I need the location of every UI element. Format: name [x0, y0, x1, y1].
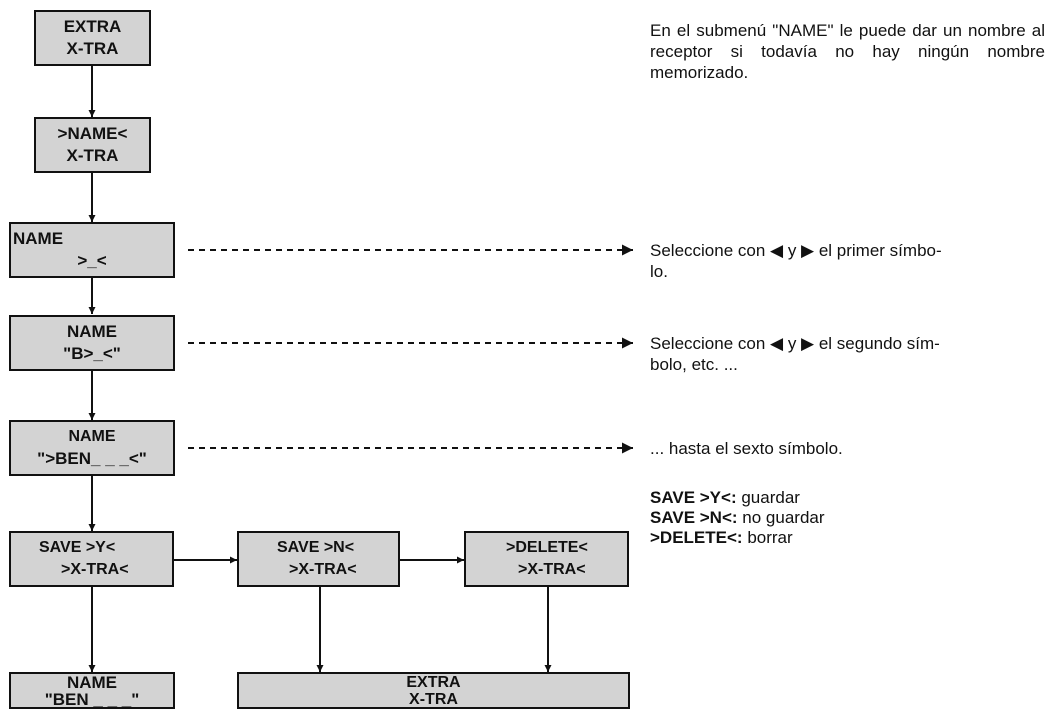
box-line-1: NAME	[66, 322, 118, 341]
step2-line-1: Seleccione con ◀ y ▶ el segundo sím-	[650, 334, 940, 353]
box-name-ben: NAME ">BEN_ _ _<"	[9, 420, 175, 476]
box-line-1: NAME	[13, 229, 64, 248]
box-line-2: ">BEN_ _ _<"	[37, 449, 147, 468]
step1-note: Seleccione con ◀ y ▶ el primer símbo- lo…	[650, 240, 942, 282]
box-line-2: "BEN _ _ _"	[44, 690, 140, 709]
step2-note: Seleccione con ◀ y ▶ el segundo sím- bol…	[650, 333, 940, 375]
box-line-1: SAVE >Y<	[39, 539, 116, 556]
legend-key: >DELETE<:	[650, 528, 743, 547]
box-line-1: EXTRA	[406, 674, 461, 691]
box-line-1: SAVE >N<	[277, 539, 355, 556]
legend-item: SAVE >Y<: guardar	[650, 488, 825, 508]
box-line-1: NAME	[68, 428, 116, 445]
box-save-no: SAVE >N< >X-TRA<	[237, 531, 400, 587]
step1-line-2: lo.	[650, 262, 668, 281]
legend-item: SAVE >N<: no guardar	[650, 508, 825, 528]
legend-key: SAVE >Y<:	[650, 488, 737, 507]
box-extra-xtra-top: EXTRA X-TRA	[34, 10, 151, 66]
box-line-2: X-TRA	[409, 691, 458, 708]
box-name-menu: >NAME< X-TRA	[34, 117, 151, 173]
legend-item: >DELETE<: borrar	[650, 528, 825, 548]
box-line-2: >X-TRA<	[518, 561, 586, 578]
legend-text: guardar	[736, 488, 800, 507]
box-line-1: NAME	[66, 673, 118, 692]
step2-line-2: bolo, etc. ...	[650, 355, 738, 374]
box-extra-xtra-bottom: EXTRA X-TRA	[237, 672, 630, 709]
box-line-2: >_<	[77, 251, 107, 270]
box-name-saved: NAME "BEN _ _ _"	[9, 672, 175, 709]
box-line-1: >DELETE<	[506, 539, 588, 556]
legend-key: SAVE >N<:	[650, 508, 738, 527]
box-save-yes: SAVE >Y< >X-TRA<	[9, 531, 174, 587]
box-line-1: >NAME<	[57, 124, 128, 143]
box-line-2: >X-TRA<	[61, 561, 129, 578]
box-delete: >DELETE< >X-TRA<	[464, 531, 629, 587]
save-legend: SAVE >Y<: guardar SAVE >N<: no guardar >…	[650, 488, 825, 548]
box-name-cursor: NAME >_<	[9, 222, 175, 278]
box-line-2: X-TRA	[66, 39, 119, 58]
step1-line-1: Seleccione con ◀ y ▶ el primer símbo-	[650, 241, 942, 260]
legend-text: borrar	[742, 528, 793, 547]
box-name-b: NAME "B>_<"	[9, 315, 175, 371]
legend-text: no guardar	[737, 508, 825, 527]
intro-text: En el submenú "NAME" le puede dar un nom…	[650, 21, 1045, 82]
box-line-2: "B>_<"	[63, 344, 121, 363]
step3-note: ... hasta el sexto símbolo.	[650, 439, 843, 458]
box-line-1: EXTRA	[63, 17, 122, 36]
box-line-2: X-TRA	[66, 146, 119, 165]
box-line-2: >X-TRA<	[289, 561, 357, 578]
